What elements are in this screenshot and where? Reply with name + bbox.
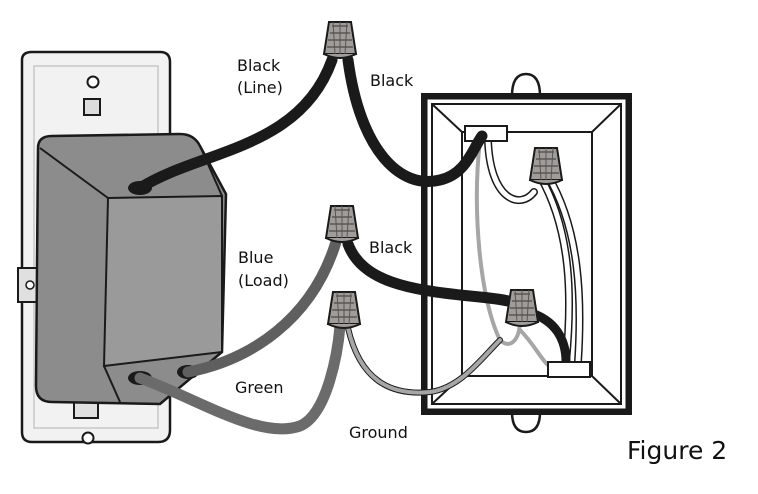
wire-nut-icon <box>324 22 356 58</box>
wall-box <box>421 74 632 432</box>
wire-nut-icon <box>326 206 358 242</box>
top-screw-icon <box>88 77 99 88</box>
label-green: Green <box>235 377 283 398</box>
bottom-screw-icon <box>83 433 94 444</box>
wire-nut-icon <box>506 290 538 326</box>
wire-nut-icon <box>328 292 360 328</box>
label-ground: Ground <box>349 422 408 443</box>
label-blue-load-1: Blue <box>238 247 273 268</box>
label-black-mid: Black <box>369 237 412 258</box>
label-black-top: Black <box>370 70 413 91</box>
lower-cable-clamp <box>548 362 590 377</box>
label-blue-load-2: (Load) <box>238 270 289 291</box>
label-black-line-1: Black <box>237 55 280 76</box>
figure-caption: Figure 2 <box>627 436 727 465</box>
strap-screw-icon <box>26 281 34 289</box>
label-black-line-2: (Line) <box>237 77 283 98</box>
top-mounting-slot <box>84 99 100 115</box>
wire-nut-icon <box>530 148 562 184</box>
